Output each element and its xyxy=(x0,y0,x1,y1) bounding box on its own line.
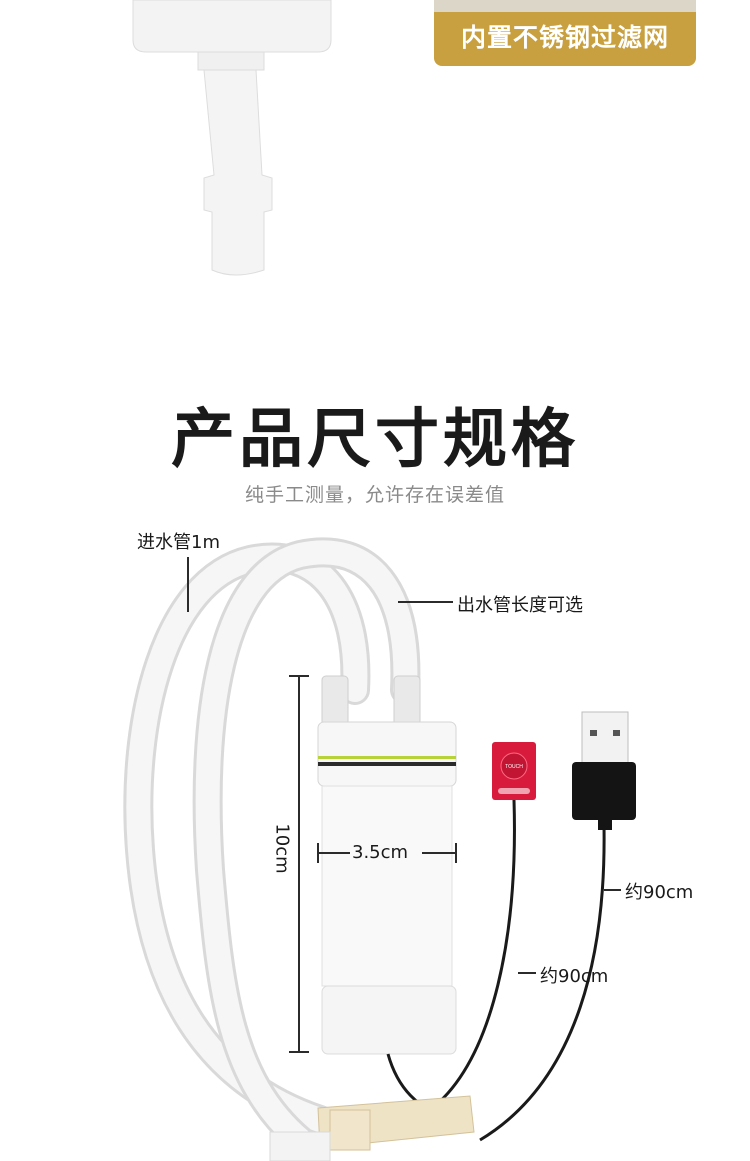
hose-connector-top xyxy=(132,0,332,276)
label-leaders xyxy=(187,557,621,974)
width-label: 3.5cm xyxy=(352,842,409,863)
badge-photo-strip xyxy=(434,0,696,12)
height-label-wrap: 10cm xyxy=(262,820,302,880)
touch-switch-label: TOUCH xyxy=(505,764,523,770)
width-dimension-line xyxy=(317,843,457,863)
usb-plug xyxy=(572,711,636,830)
height-label: 10cm xyxy=(271,823,293,874)
section-title: 产品尺寸规格 xyxy=(171,403,579,477)
section-subtitle: 纯手工测量，允许存在误差值 xyxy=(244,484,505,506)
badge-text: 内置不锈钢过滤网 xyxy=(460,23,669,52)
height-dimension-line xyxy=(289,675,309,1053)
inlet-hose xyxy=(123,537,421,1155)
inlet-hose-label: 进水管1m xyxy=(137,532,220,553)
touch-switch xyxy=(492,742,536,800)
switch-cable-length-label: 约90cm xyxy=(540,966,609,987)
outlet-hose-label: 出水管长度可选 xyxy=(457,595,583,616)
usb-cable-length-label: 约90cm xyxy=(625,882,694,903)
pump-body xyxy=(317,675,457,1055)
hose-connector-bottom xyxy=(269,1095,475,1161)
feature-badge: 内置不锈钢过滤网 xyxy=(434,0,696,66)
